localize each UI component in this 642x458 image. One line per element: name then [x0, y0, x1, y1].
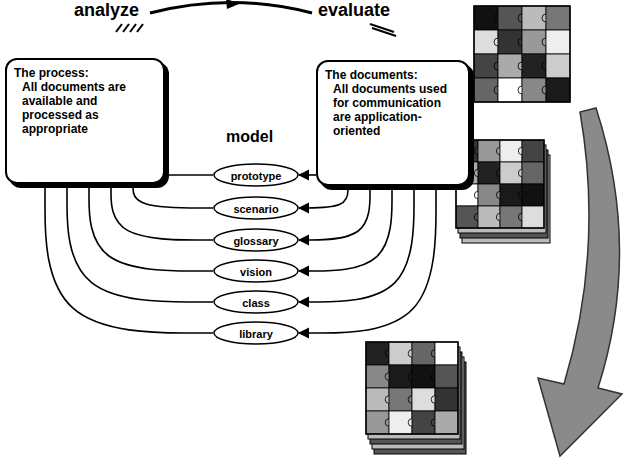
hatch-marks — [116, 24, 396, 36]
box-body: All documents are available and processe… — [14, 80, 156, 136]
model-ellipse: library — [213, 321, 299, 345]
connector-line — [111, 184, 213, 240]
connector-line — [299, 186, 414, 302]
ellipse-label: scenario — [233, 203, 278, 215]
document-box: The documents:All documents used for com… — [316, 60, 470, 186]
connector-line — [165, 174, 213, 176]
model-label: model — [226, 128, 273, 146]
ellipse-label: class — [242, 297, 270, 309]
ellipse-label: glossary — [233, 235, 278, 247]
connector-line — [45, 184, 213, 333]
box-body: All documents used for communication are… — [325, 82, 461, 138]
connector-line — [89, 184, 213, 271]
ellipse-label: library — [239, 328, 273, 340]
model-ellipse: class — [213, 290, 299, 314]
document-box: The process:All documents are available … — [5, 58, 165, 184]
box-heading: The process: — [14, 66, 156, 80]
model-ellipse: prototype — [213, 163, 299, 187]
connector-line — [133, 184, 213, 208]
connector-line — [299, 174, 316, 176]
cycle-arrowhead — [226, 0, 240, 9]
cycle-label: analyze — [74, 0, 139, 21]
model-ellipse: glossary — [213, 228, 299, 252]
puzzle-stack — [366, 342, 466, 454]
connector-line — [67, 184, 213, 302]
puzzle-stack — [456, 140, 550, 243]
ellipse-label: vision — [240, 266, 272, 278]
box-heading: The documents: — [325, 68, 461, 82]
connector-line — [299, 186, 436, 333]
model-ellipse: vision — [213, 259, 299, 283]
ellipse-label: prototype — [231, 170, 282, 182]
cycle-label: evaluate — [318, 0, 390, 21]
connector-line — [299, 186, 348, 208]
connector-line — [299, 186, 370, 240]
connector-line — [299, 186, 392, 271]
puzzle-stack — [474, 6, 570, 102]
model-ellipse: scenario — [213, 196, 299, 220]
progress-arrow — [538, 108, 622, 456]
